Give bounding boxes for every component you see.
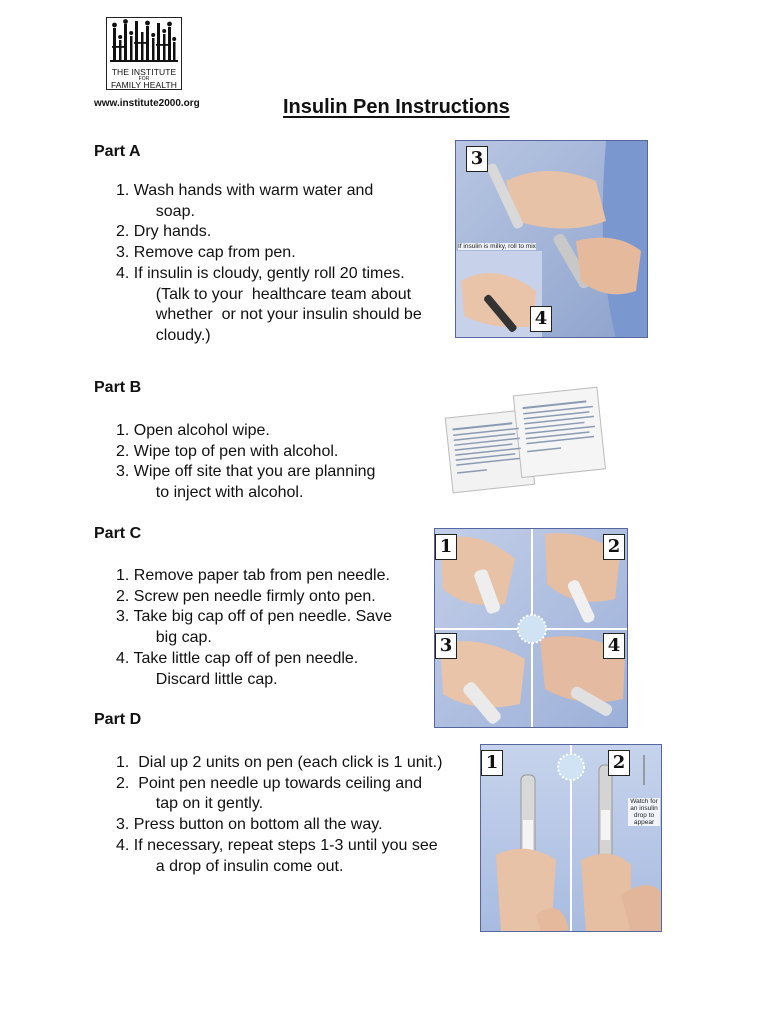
- step-4-badge: 4: [603, 633, 625, 659]
- part-d-step: 3. Press button on bottom all the way.: [116, 816, 383, 834]
- insulin-drop-caption: Watch for an insulin drop to appear: [628, 798, 660, 826]
- part-a-step: 4. If insulin is cloudy, gently roll 20 …: [116, 264, 422, 344]
- part-d-step: 4. If necessary, repeat steps 1-3 until …: [116, 836, 438, 875]
- step-3-badge: 3: [435, 633, 457, 659]
- part-c-step: 3. Take big cap off of pen needle. Save …: [116, 608, 393, 647]
- part-d-step: 1. Dial up 2 units on pen (each click is…: [116, 754, 443, 771]
- part-a-step: 3. Remove cap from pen.: [116, 244, 296, 262]
- roll-to-mix-caption: If insulin is milky, roll to mix: [458, 243, 536, 250]
- part-c-steps: 1. Remove paper tab from pen needle. 2. …: [116, 566, 392, 690]
- part-c-heading: Part C: [94, 525, 142, 542]
- part-c-step: 4. Take little cap off of pen needle. Di…: [116, 649, 359, 688]
- family-figures-logo-icon: [110, 19, 178, 62]
- logo-text-line1: THE INSTITUTE: [111, 67, 177, 77]
- part-d-heading: Part D: [94, 711, 142, 728]
- part-b-step: 3. Wipe off site that you are planning t…: [116, 463, 376, 502]
- part-d-steps: 1. Dial up 2 units on pen (each click is…: [116, 753, 442, 877]
- part-c-photo-grid: [434, 528, 628, 728]
- part-c-step: 1. Remove paper tab from pen needle.: [116, 567, 390, 584]
- part-c-step: 2. Screw pen needle firmly onto pen.: [116, 587, 376, 605]
- step-2-badge: 2: [608, 750, 630, 776]
- alcohol-wipe-photo: [440, 385, 610, 495]
- part-b-steps: 1. Open alcohol wipe. 2. Wipe top of pen…: [116, 421, 375, 504]
- part-d-photo: [480, 744, 662, 932]
- part-a-photo: [455, 140, 648, 338]
- part-a-steps: 1. Wash hands with warm water and soap. …: [116, 181, 422, 347]
- website-url: www.institute2000.org: [94, 98, 200, 109]
- logo-text-line3: FAMILY HEALTH: [110, 80, 177, 90]
- page-title: Insulin Pen Instructions: [283, 96, 510, 118]
- part-b-heading: Part B: [94, 379, 142, 396]
- part-d-step: 2. Point pen needle up towards ceiling a…: [116, 774, 422, 813]
- step-1-badge: 1: [435, 534, 457, 560]
- step-2-badge: 2: [603, 534, 625, 560]
- step-4-badge: 4: [530, 306, 552, 332]
- institute-logo: THE INSTITUTE FOR FAMILY HEALTH: [106, 17, 182, 90]
- logo-text-line2: FOR: [138, 76, 150, 82]
- part-a-heading: Part A: [94, 143, 141, 160]
- step-1-badge: 1: [481, 750, 503, 776]
- step-3-badge: 3: [466, 146, 488, 172]
- part-a-step: 1. Wash hands with warm water and soap.: [116, 182, 374, 220]
- part-b-step: 2. Wipe top of pen with alcohol.: [116, 442, 339, 460]
- part-a-step: 2. Dry hands.: [116, 223, 212, 241]
- part-b-step: 1. Open alcohol wipe.: [116, 422, 270, 439]
